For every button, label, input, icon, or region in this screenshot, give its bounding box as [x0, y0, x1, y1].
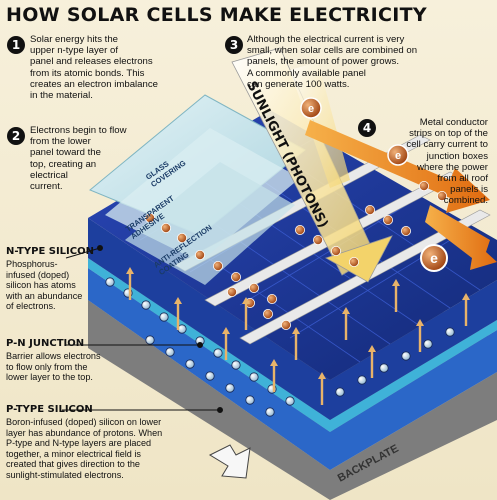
electron-dot [230, 271, 241, 282]
flow-arrow-head [318, 372, 326, 379]
p-type-text: Boron-infused (doped) silicon on lower l… [6, 417, 163, 480]
n-type-layer [88, 218, 497, 420]
electron-dot [436, 190, 447, 201]
proton-dot [205, 371, 215, 381]
electron-dot [400, 225, 411, 236]
page-title: HOW SOLAR CELLS MAKE ELECTRICITY [6, 4, 427, 26]
electron-dot [330, 245, 341, 256]
electron-dot [226, 286, 237, 297]
proton-dot [185, 359, 195, 369]
pointer-lines [62, 245, 223, 413]
proton-dot [423, 339, 433, 349]
electron-flow-arrows [126, 267, 470, 405]
electron-dot [262, 308, 273, 319]
proton-dot [245, 395, 255, 405]
proton-dot [445, 327, 455, 337]
flow-arrow-head [342, 307, 350, 314]
flow-arrow-head [416, 319, 424, 326]
proton-dot [357, 375, 367, 385]
proton-dot [141, 300, 151, 310]
electron-dot [248, 282, 259, 293]
flow-arrow-head [292, 327, 300, 334]
proton-dot [159, 312, 169, 322]
proton-dot [165, 347, 175, 357]
pn-junction-band [88, 258, 497, 432]
step-text-3: Although the electrical current is very … [247, 34, 418, 90]
pn-junction-text: Barrier allows electrons to flow only fr… [6, 351, 101, 383]
flow-arrow-head [392, 279, 400, 286]
pn-junction-title: P-N JUNCTION [6, 338, 85, 349]
n-type-text: Phosphorus- infused (doped) silicon has … [6, 259, 83, 312]
flow-arrow-head [462, 293, 470, 300]
electron-dot [294, 224, 305, 235]
flow-arrow-head [126, 267, 134, 274]
proton-dot [285, 396, 295, 406]
electron-dot [364, 204, 375, 215]
proton-dot [265, 407, 275, 417]
proton-dot [105, 277, 115, 287]
step-text-1: Solar energy hits the upper n-type layer… [30, 34, 158, 102]
n-type-title: N-TYPE SILICON [6, 246, 94, 257]
electron-dot [266, 293, 277, 304]
flow-arrow-head [368, 345, 376, 352]
p-type-layer [88, 268, 497, 470]
step-number-4: 4 [358, 119, 376, 137]
electron-dot [312, 234, 323, 245]
p-type-title: P-TYPE SILICON [6, 404, 93, 415]
proton-group [105, 277, 455, 417]
electron-badge-label-3: e [430, 250, 438, 266]
electron-badge-3 [420, 244, 448, 272]
step-text-4: Metal conductor strips on top of the cel… [406, 117, 488, 207]
electron-dot [176, 232, 187, 243]
proton-dot [249, 372, 259, 382]
proton-dot [213, 348, 223, 358]
step-text-2: Electrons begin to flow from the lower p… [30, 125, 127, 193]
proton-dot [145, 335, 155, 345]
electron-badge-label-2: e [395, 150, 401, 162]
flow-return-arrow [208, 444, 251, 479]
proton-dot [231, 360, 241, 370]
electron-dot [144, 212, 155, 223]
electron-dot [348, 256, 359, 267]
proton-dot [379, 363, 389, 373]
electron-dot [194, 249, 205, 260]
flow-arrow-head [242, 297, 250, 304]
backplate-layer [88, 300, 497, 500]
electron-dot [160, 222, 171, 233]
step-number-3: 3 [225, 36, 243, 54]
step-number-1: 1 [7, 36, 25, 54]
proton-dot [335, 387, 345, 397]
electron-group [144, 180, 447, 330]
electron-badge-1 [300, 97, 322, 119]
sunlight-beam-head [325, 235, 393, 283]
flow-arrow-head [222, 327, 230, 334]
electron-badge-label-1: e [308, 103, 314, 115]
current-arrow-right [425, 205, 497, 270]
anti-reflection-sheet [125, 162, 295, 285]
electron-dot [212, 260, 223, 271]
flow-arrow-head [174, 297, 182, 304]
proton-dot [225, 383, 235, 393]
proton-dot [401, 351, 411, 361]
electron-dot [418, 180, 429, 191]
electron-badge-2 [387, 144, 409, 166]
step-number-2: 2 [7, 127, 25, 145]
flow-arrow-head [270, 359, 278, 366]
electron-dot [280, 319, 291, 330]
current-arrow-top [305, 120, 490, 213]
electron-dot [382, 214, 393, 225]
